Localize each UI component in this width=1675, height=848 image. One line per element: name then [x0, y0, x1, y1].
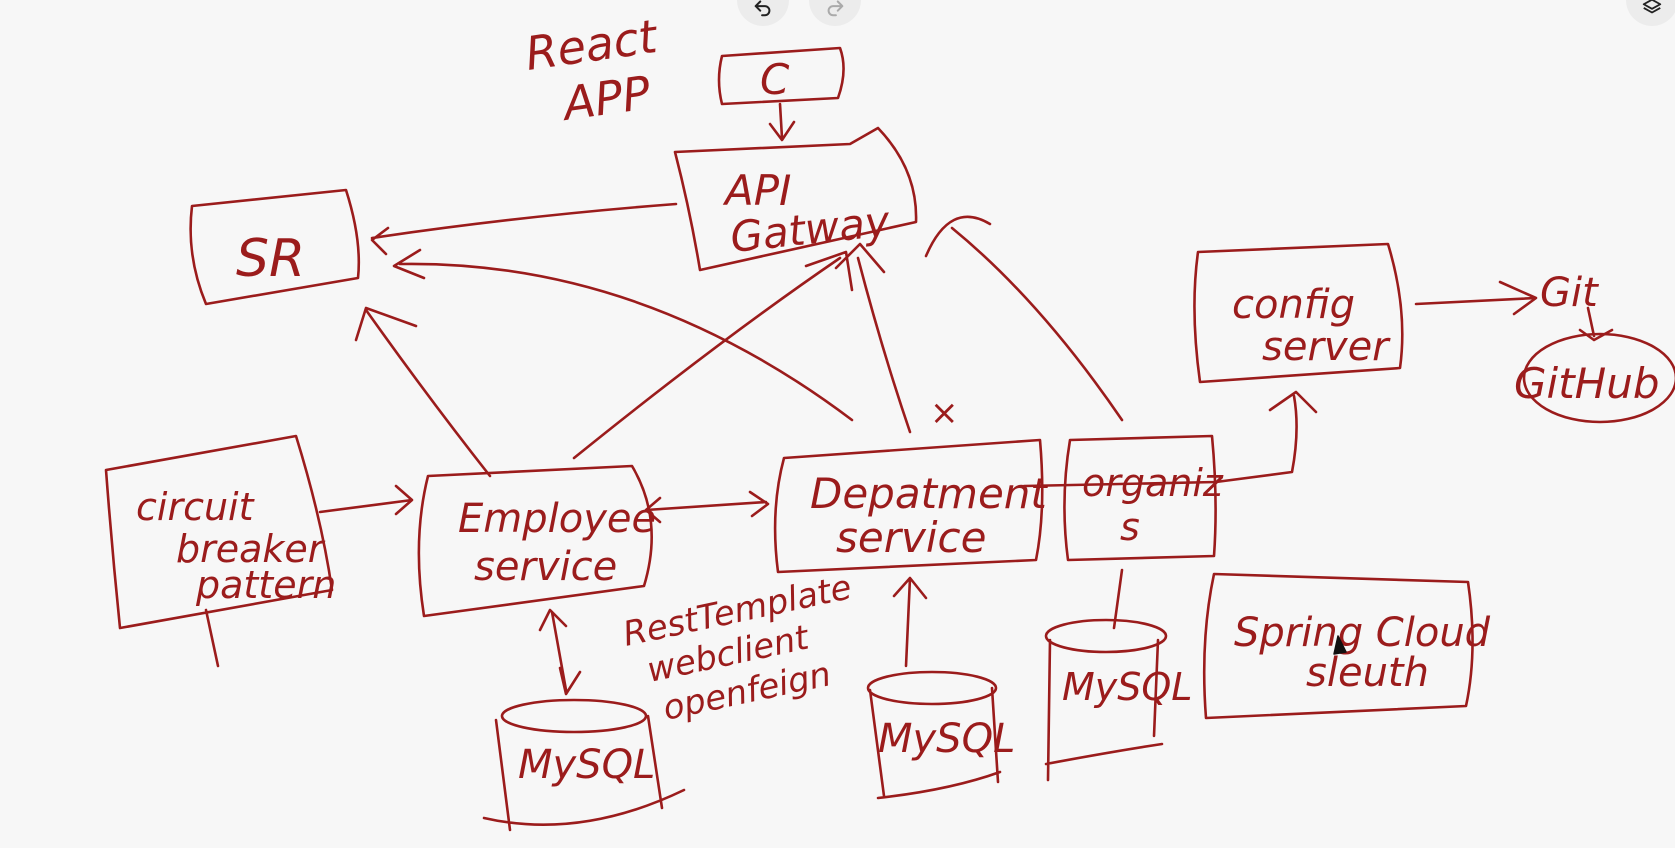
employee-department-link — [644, 490, 770, 524]
department-service-box: Depatment service × — [773, 393, 1048, 574]
mysql-organization-body — [1044, 638, 1164, 782]
layers-icon — [1642, 0, 1662, 14]
service-registry-outline — [189, 188, 361, 306]
client-box: C — [717, 46, 845, 142]
api-gateway-box: API Gatway — [673, 126, 918, 272]
react-app-label: React APP — [522, 9, 662, 132]
client-to-gateway-arrow — [768, 102, 796, 142]
github-ellipse — [1522, 332, 1675, 424]
organization-service-line-2: s — [1120, 505, 1140, 549]
employee-service-line-1: Employee — [458, 496, 656, 542]
mysql-department-db: MySQL — [866, 576, 1015, 800]
department-service-line-1: Depatment — [810, 469, 1048, 518]
git-label: Git — [1540, 270, 1599, 316]
mysql-organization-top — [1044, 618, 1168, 654]
config-server-line-1: config — [1232, 282, 1355, 328]
circuit-breaker-line-3: pattern — [195, 563, 336, 607]
mysql-department-body — [868, 686, 1002, 800]
client-box-outline — [717, 46, 845, 106]
employee-to-registry-arrow — [354, 306, 492, 478]
connectors — [318, 202, 1538, 524]
mysql-department-label: MySQL — [878, 716, 1015, 762]
config-server-box: config server — [1193, 242, 1404, 384]
spring-cloud-sleuth-line-2: sleuth — [1306, 650, 1429, 696]
department-db-arrow — [892, 576, 928, 668]
department-service-line-2: service — [836, 513, 986, 562]
employee-service-box: Employee service — [417, 464, 656, 618]
circuit-breaker-box: circuit breaker pattern — [104, 434, 336, 668]
mysql-organization-label: MySQL — [1062, 665, 1192, 709]
organization-service-outline — [1063, 434, 1217, 562]
config-to-git-arrow — [1414, 280, 1538, 316]
api-gateway-outline — [673, 126, 918, 272]
mysql-employee-body — [482, 714, 686, 832]
employee-service-outline — [417, 464, 653, 618]
gateway-to-registry-arrow — [370, 202, 678, 256]
spring-cloud-sleuth-outline — [1202, 572, 1474, 720]
github-label: GitHub — [1514, 359, 1660, 408]
redo-icon — [827, 0, 844, 17]
services-to-config-arrow — [1022, 390, 1318, 488]
department-cross-mark: × — [930, 393, 959, 433]
mysql-department-top — [866, 670, 998, 706]
config-server-outline — [1193, 242, 1404, 384]
circuit-breaker-outline — [104, 434, 334, 630]
config-server-line-2: server — [1262, 324, 1391, 370]
employee-service-line-2: service — [474, 544, 617, 590]
spring-cloud-sleuth-line-1: Spring Cloud — [1234, 610, 1491, 656]
spring-cloud-sleuth-box: Spring Cloud sleuth — [1202, 572, 1491, 720]
organization-service-box: organiz s — [1063, 434, 1224, 562]
department-to-registry-arrow — [392, 248, 854, 422]
mysql-organization-db: MySQL — [1044, 568, 1192, 782]
git-node: Git — [1540, 270, 1614, 342]
undo-icon — [754, 0, 771, 17]
circuit-breaker-line-1: circuit — [136, 485, 256, 529]
employee-db-arrow — [538, 608, 582, 696]
mouse-cursor-icon — [1333, 635, 1347, 655]
api-gateway-line-1: API — [722, 166, 791, 215]
circuit-breaker-line-2: breaker — [176, 527, 326, 571]
organization-db-line — [1112, 568, 1124, 630]
mysql-employee-label: MySQL — [518, 742, 655, 788]
circuit-breaker-tail — [204, 608, 220, 668]
mysql-employee-db: MySQL — [482, 608, 686, 832]
service-registry-box: SR — [189, 188, 361, 306]
github-node: GitHub — [1514, 332, 1675, 424]
mysql-employee-top — [500, 698, 648, 734]
client-label: C — [760, 55, 790, 104]
service-registry-label: SR — [236, 229, 305, 289]
circuit-breaker-to-employee-arrow — [318, 484, 414, 516]
rest-clients-note: RestTemplate webclient openfeign — [620, 567, 856, 728]
department-to-gateway-arrow — [834, 242, 912, 434]
react-app-line-2: APP — [557, 65, 654, 131]
organization-to-gateway-arrow — [924, 215, 1124, 422]
employee-to-gateway-arrow — [572, 250, 854, 460]
department-service-outline — [773, 438, 1044, 574]
